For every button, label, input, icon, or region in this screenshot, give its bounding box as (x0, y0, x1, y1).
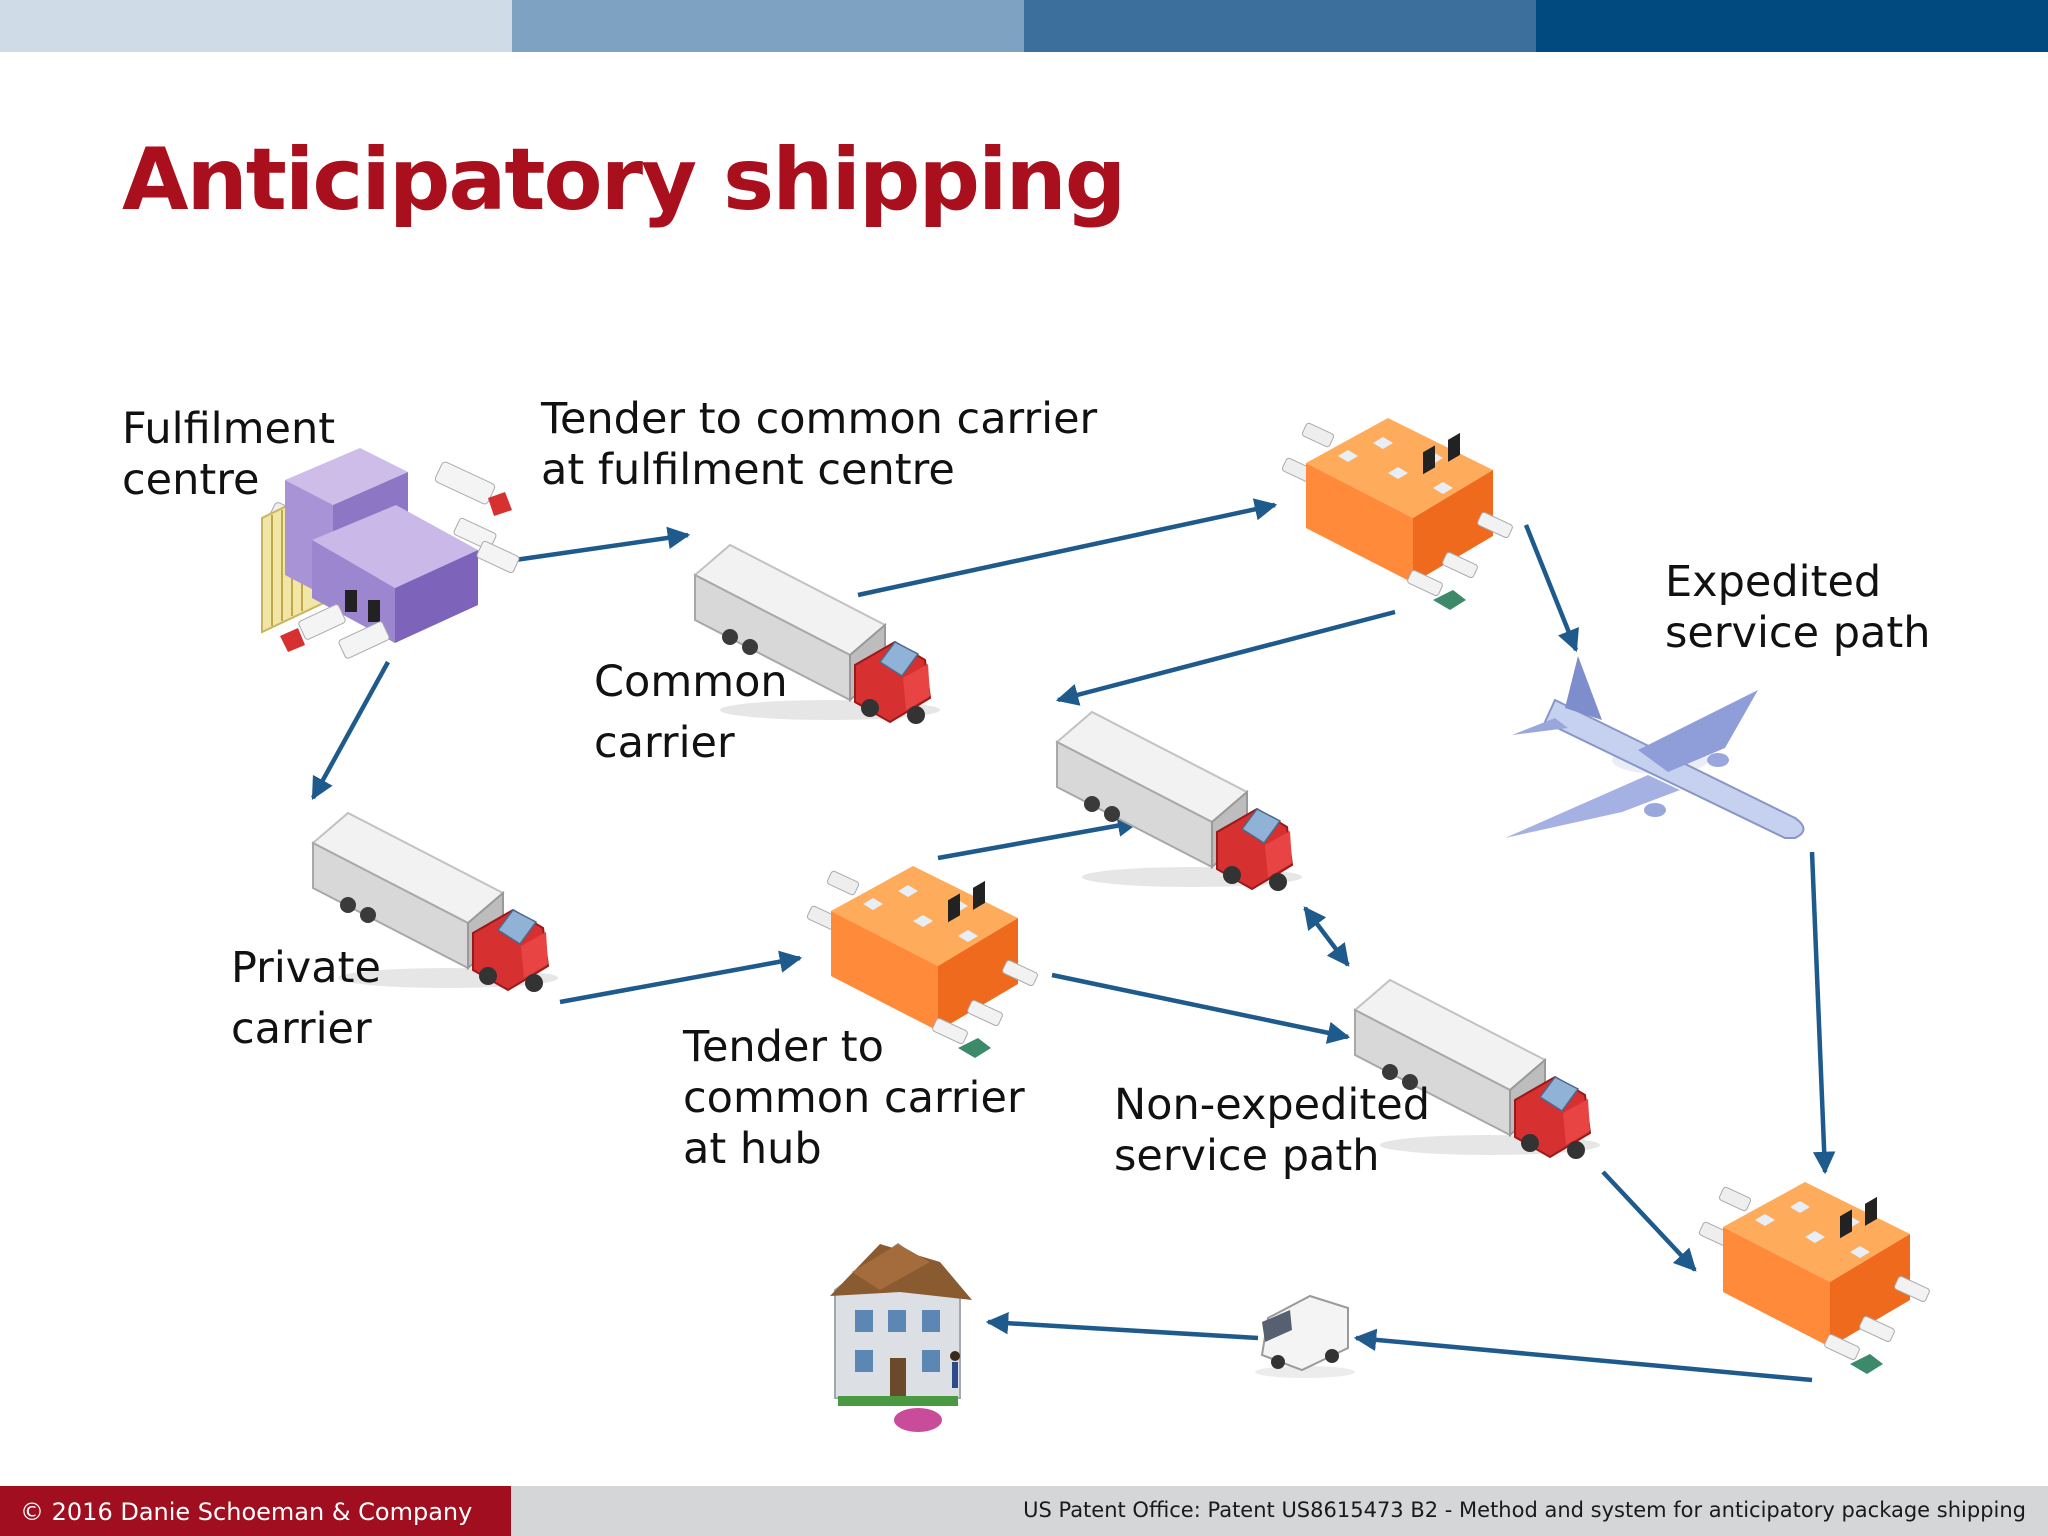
label-fulfilment-centre: Fulfilment centre (122, 404, 336, 505)
top-bar-segment-1 (0, 0, 512, 52)
footer-source: US Patent Office: Patent US8615473 B2 - … (1023, 1498, 2026, 1522)
label-tender-hub: Tender to common carrier at hub (683, 1022, 1025, 1174)
arrow-hub-top-to-plane (1523, 524, 1579, 653)
hub-top-warehouse-icon (1280, 417, 1514, 611)
top-bar-segment-4 (1536, 0, 2048, 52)
house-icon (830, 1242, 972, 1432)
label-private-carrier: Private carrier (231, 943, 381, 1054)
arrow-fc-to-private-carrier (311, 660, 390, 800)
hub-bottom-warehouse-icon (1697, 1181, 1931, 1375)
top-bar-segment-2 (512, 0, 1024, 52)
delivery-van-icon (1255, 1294, 1355, 1378)
arrow-lower-truck-to-hub-bottom (1601, 1170, 1697, 1272)
arrow-common-carrier-to-hub-top (857, 498, 1278, 598)
label-tender-fulfilment-centre: Tender to common carrier at fulfilment c… (541, 394, 1098, 495)
hub-truck-icon (1056, 711, 1302, 892)
flow-arrows (311, 498, 1836, 1383)
arrow-plane-to-hub-bottom (1809, 851, 1836, 1175)
slide-title: Anticipatory shipping (122, 130, 1126, 230)
fulfilment-centre-warehouse-icon (261, 448, 520, 659)
arrow-private-to-hub-mid (559, 950, 803, 1005)
label-non-expedited-service-path: Non-expedited service path (1114, 1080, 1430, 1181)
footer-copyright-bar: © 2016 Danie Schoeman & Company (0, 1486, 511, 1536)
arrow-fc-to-common-carrier (514, 526, 691, 563)
footer-source-bar: US Patent Office: Patent US8615473 B2 - … (511, 1486, 2048, 1536)
top-color-bar (0, 0, 2048, 52)
label-expedited-service-path: Expedited service path (1665, 557, 1931, 658)
top-bar-segment-3 (1024, 0, 1536, 52)
arrow-van-to-house (985, 1311, 1259, 1341)
arrow-hub-mid-to-mid-truck (937, 814, 1141, 861)
arrow-hub-bottom-to-van (1353, 1328, 1813, 1383)
arrow-trucks-exchange (1303, 906, 1350, 967)
arrow-hub-mid-to-lower-truck (1051, 972, 1351, 1044)
airplane-icon (1505, 656, 1805, 839)
footer-copyright: © 2016 Danie Schoeman & Company (20, 1498, 473, 1526)
label-common-carrier: Common carrier (594, 657, 788, 768)
arrow-hub-top-to-mid-truck (1055, 609, 1396, 706)
